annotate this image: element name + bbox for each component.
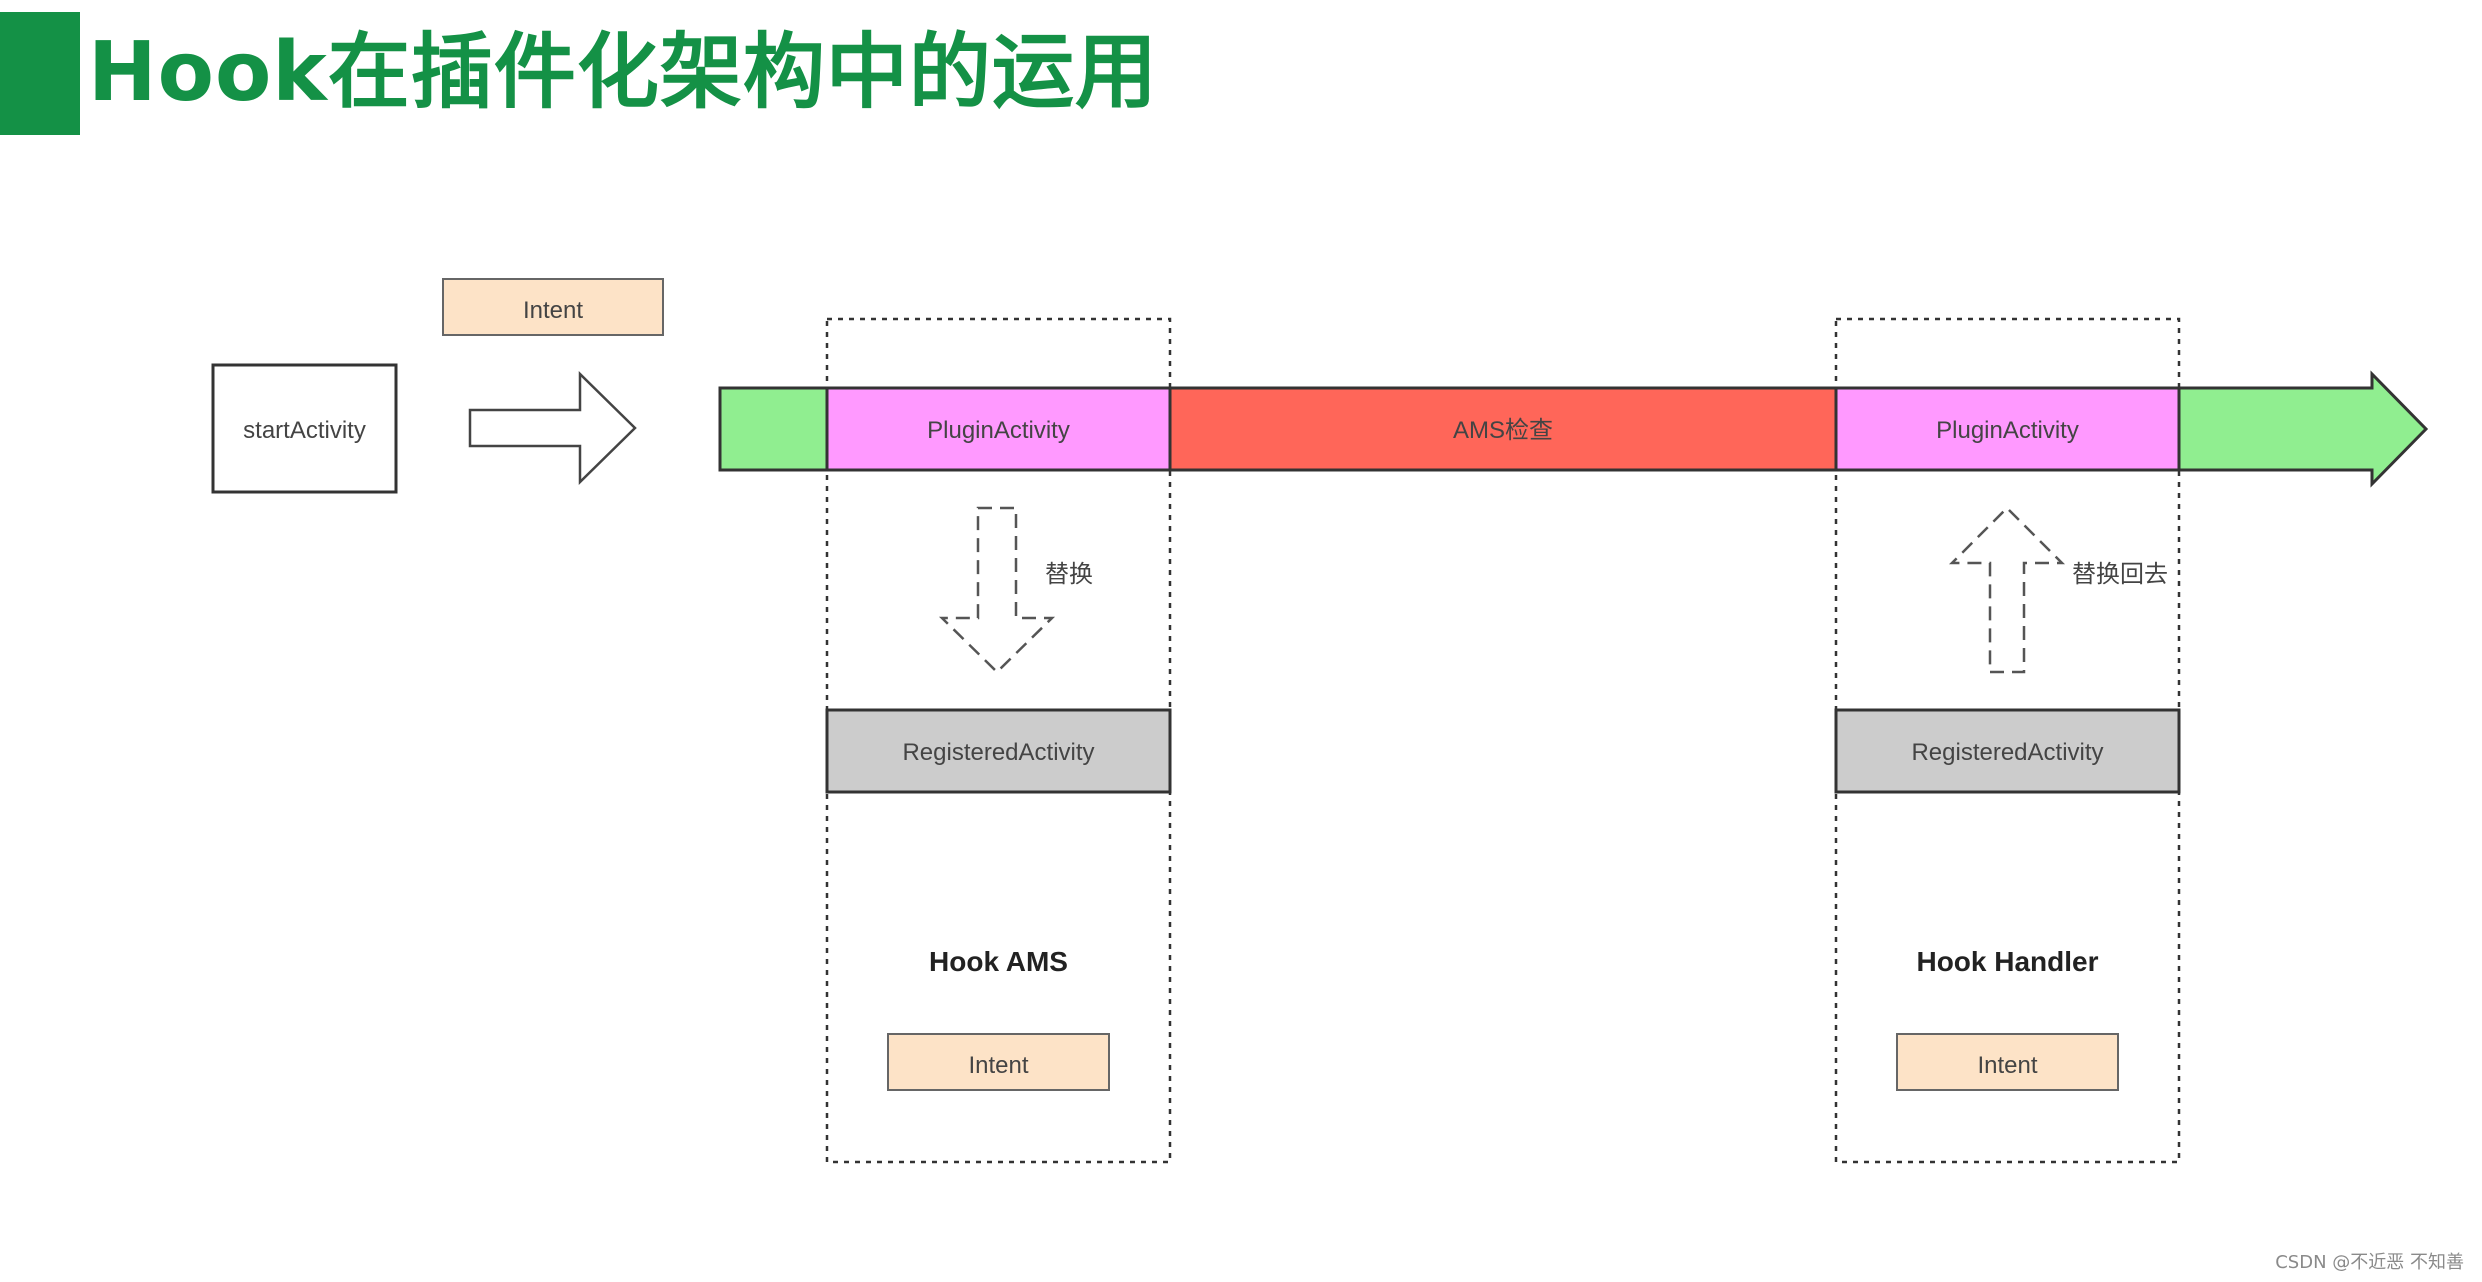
watermark: CSDN @不近恶 不知善 [2275, 1252, 2464, 1273]
intent-left-label: Intent [968, 1052, 1028, 1079]
bar-segment-plugin-right [1834, 386, 2181, 472]
intent-top-label: Intent [523, 297, 583, 324]
intent-left-box [887, 1033, 1110, 1091]
timeline-bar: PluginActivity AMS检查 PluginActivity [718, 370, 2429, 488]
start-activity-node: startActivity [211, 363, 398, 494]
replace-back-label: 替换回去 [2072, 561, 2168, 588]
flow-arrow-right [468, 371, 637, 485]
bar-segment-end-arrow [2177, 370, 2429, 488]
replace-back-up-arrow [1948, 506, 2066, 674]
bar-segment-plugin-left-label: PluginActivity [927, 417, 1070, 444]
intent-right-box [1896, 1033, 2119, 1091]
slide-title: Hook在插件化架构中的运用 [88, 25, 1158, 120]
hook-handler-group: 替换回去 RegisteredActivity Hook Handler Int… [1834, 317, 2181, 1164]
replace-down-arrow [938, 506, 1056, 674]
start-activity-label: startActivity [243, 417, 366, 444]
title-accent-block [0, 12, 80, 135]
bar-segment-start [718, 386, 829, 472]
registered-activity-right-label: RegisteredActivity [1911, 739, 2103, 766]
registered-activity-left [825, 708, 1172, 794]
hook-ams-group: 替换 RegisteredActivity Hook AMS Intent [825, 317, 1172, 1164]
intent-right-label: Intent [1977, 1052, 2037, 1079]
registered-activity-left-label: RegisteredActivity [902, 739, 1094, 766]
bar-segment-plugin-right-label: PluginActivity [1936, 417, 2079, 444]
bar-segment-ams-check [1168, 386, 1838, 472]
replace-label: 替换 [1045, 561, 1093, 588]
hook-handler-label: Hook Handler [1916, 946, 2098, 977]
intent-top-node: Intent [442, 278, 664, 336]
registered-activity-right [1834, 708, 2181, 794]
bar-segment-ams-check-label: AMS检查 [1453, 417, 1553, 444]
hook-ams-label: Hook AMS [929, 946, 1068, 977]
